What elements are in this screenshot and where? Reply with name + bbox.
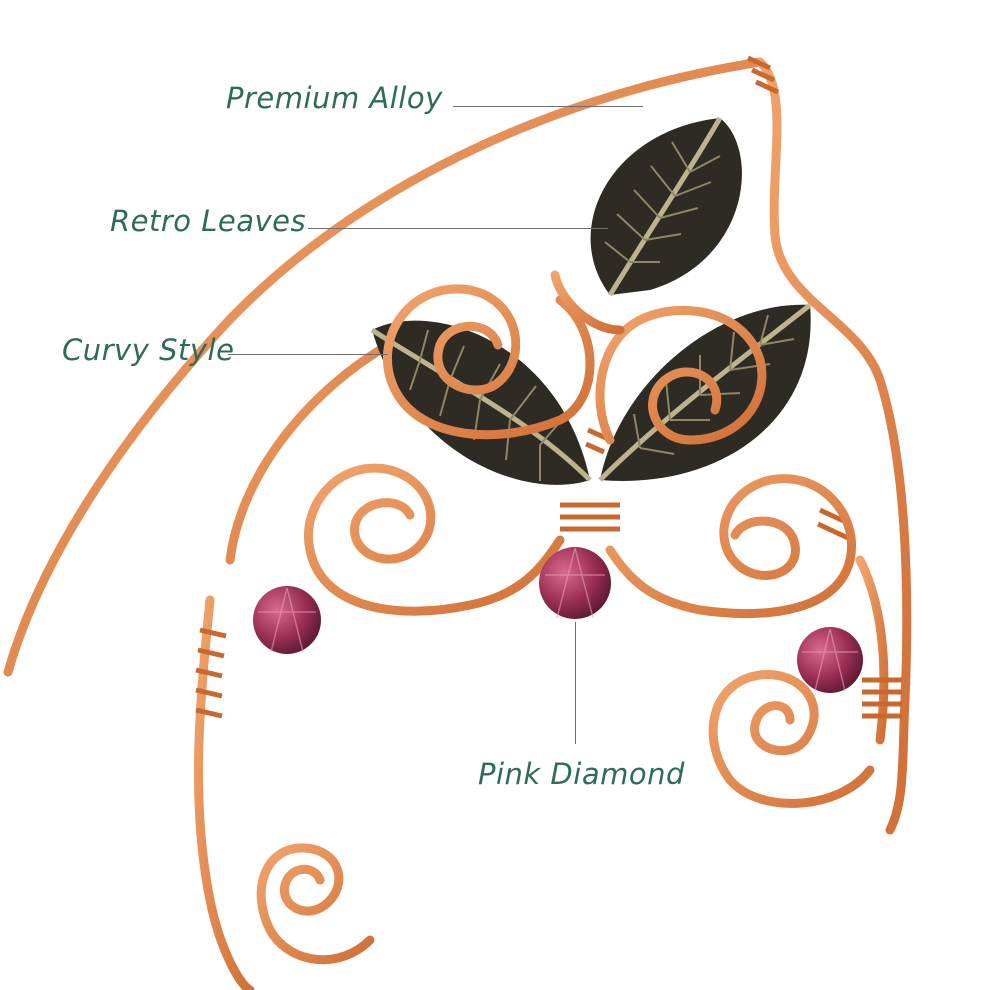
wire-wraps [195,55,902,719]
retro-leaf-left [370,320,592,485]
retro-leaf-right [598,303,812,482]
curvy-spirals [256,270,875,965]
retro-leaf-top [590,116,742,297]
label-curvy-style: Curvy Style [62,333,235,367]
leader-line-pink-diamond [575,622,576,744]
pink-crystal-beads [253,547,863,693]
outer-wire-frame [3,57,912,990]
leader-line-retro-leaves [308,228,608,229]
leader-line-curvy-style [228,354,388,355]
label-pink-diamond: Pink Diamond [478,757,685,791]
leader-line-premium-alloy [453,106,643,107]
label-premium-alloy: Premium Alloy [226,81,443,115]
label-retro-leaves: Retro Leaves [110,204,307,238]
